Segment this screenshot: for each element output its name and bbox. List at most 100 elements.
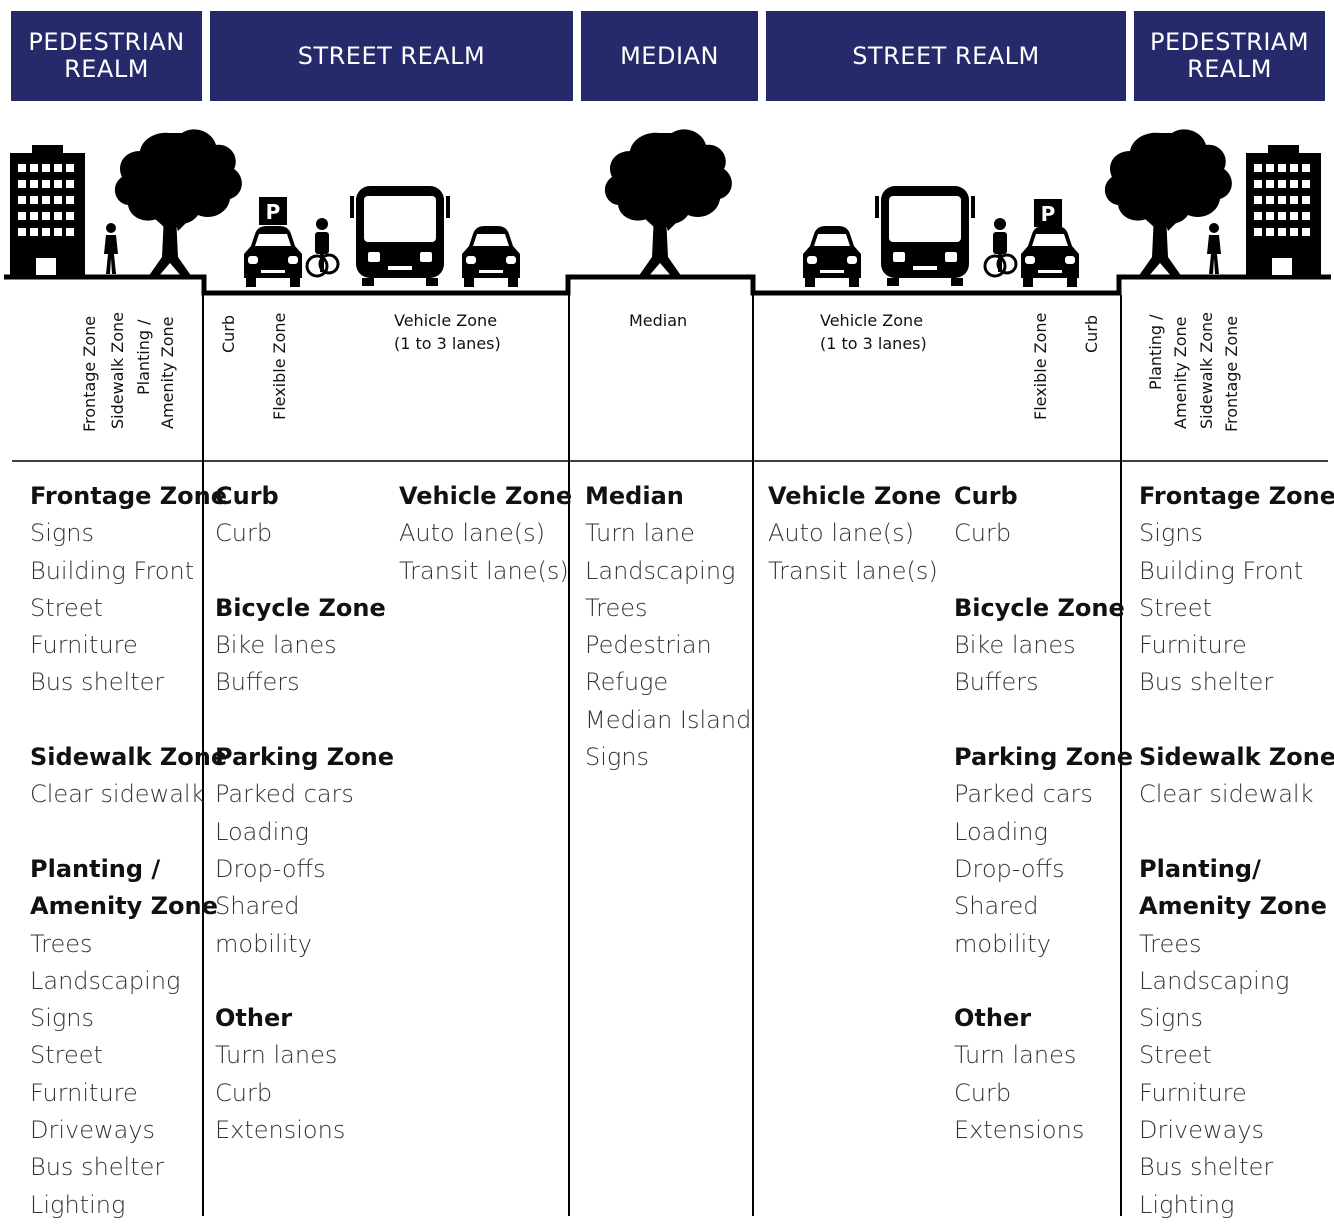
element-item: Clear sidewalk [1139,780,1314,809]
car-icon [803,226,861,287]
spacer [1139,814,1334,851]
cyclist-icon [305,216,340,278]
spacer [954,702,1133,739]
building-icon [1246,145,1321,278]
tree-icon [114,129,242,277]
element-item: Buffers [215,668,300,697]
element-item: Landscaping [30,966,181,995]
element-item: Pedestrian [585,631,712,660]
zone-heading: Curb [215,482,279,510]
element-item: Curb [954,1078,1012,1107]
element-item: Transit lane(s) [399,556,569,585]
element-item: Signs [1139,519,1204,548]
zone-label-planting-left-1: Planting / [134,319,153,395]
element-item: Street [30,1041,103,1070]
svg-text:P: P [1041,202,1056,226]
zone-heading: Planting / [30,854,161,883]
element-item: Trees [1139,929,1202,958]
spacer [215,963,394,1000]
tree-icon [604,129,732,277]
element-item: Curb [215,519,273,548]
element-item: Lighting [30,1190,126,1219]
element-item: Furniture [30,1078,138,1107]
element-item: mobility [215,929,312,958]
element-item: Clear sidewalk [30,780,205,809]
element-item: Signs [1139,1004,1204,1033]
element-item: Bus shelter [1139,668,1274,697]
header-pedestrian-realm-right: PEDESTRIAM REALM [1134,11,1325,101]
zone-label-sidewalk-right: Sidewalk Zone [1197,311,1216,429]
element-item: Trees [30,929,93,958]
element-item: Loading [215,817,309,846]
element-item: Building Front [1139,556,1304,585]
element-item: Auto lane(s) [768,519,914,548]
header-street-realm-right: STREET REALM [766,11,1126,101]
zone-heading: Vehicle Zone [768,482,942,510]
element-item: Curb [954,519,1012,548]
zone-label-curb-left: Curb [219,314,238,353]
element-item: Auto lane(s) [399,519,545,548]
zone-heading: Median [585,482,684,510]
spacer [1139,702,1334,739]
element-item: Transit lane(s) [768,556,938,585]
element-item: Furniture [1139,1078,1247,1107]
zone-heading: Vehicle Zone [399,482,573,510]
zone-label-vehicle-right: Vehicle Zone (1 to 3 lanes) [820,311,927,354]
element-item: Shared [215,892,300,921]
zone-heading: Planting/ [1139,854,1261,883]
element-item: Furniture [1139,631,1247,660]
spacer [215,702,394,739]
zone-label-flexible-left: Flexible Zone [270,312,289,420]
zone-heading: Bicycle Zone [954,593,1125,622]
spacer [215,553,394,590]
element-item: Extensions [954,1116,1085,1145]
parking-sign-icon: P [259,197,287,225]
element-item: Bike lanes [954,631,1076,660]
element-item: Building Front [30,556,195,585]
zone-label-planting-right-2: Amenity Zone [1171,316,1190,429]
element-item: Buffers [954,668,1039,697]
element-item: Street [30,593,103,622]
car-icon [1021,226,1079,287]
zone-label-vehicle-left: Vehicle Zone (1 to 3 lanes) [394,311,501,354]
element-item: Street [1139,593,1212,622]
element-item: Curb [215,1078,273,1107]
element-item: Drop-offs [215,854,326,883]
element-item: Parked cars [215,780,354,809]
element-item: Turn lanes [954,1041,1077,1070]
car-icon [462,226,520,287]
element-item: Signs [30,519,95,548]
zone-label-curb-right: Curb [1082,314,1101,353]
header-pedestrian-realm-left: PEDESTRIAN REALM [11,11,202,101]
ground-profile [4,274,1331,296]
parking-sign-icon: P [1034,199,1062,227]
element-item: Drop-offs [954,854,1065,883]
header-street-realm-left: STREET REALM [210,11,573,101]
element-item: Signs [585,743,650,772]
zone-label-sidewalk-left: Sidewalk Zone [108,311,127,429]
element-item: Refuge [585,668,669,697]
element-item: Trees [585,593,648,622]
element-item: Bus shelter [30,668,165,697]
zone-label-median: Median [629,311,688,330]
element-item: Furniture [30,631,138,660]
zone-label-planting-right-1: Planting / [1146,314,1165,390]
zone-heading: Frontage Zone [1139,482,1334,510]
zone-label-frontage-right: Frontage Zone [1222,315,1241,432]
zone-heading: Sidewalk Zone [1139,743,1334,772]
spacer [954,553,1133,590]
element-item: Extensions [215,1116,346,1145]
bus-icon [875,186,975,286]
pedestrian-icon [1207,223,1221,274]
zone-heading: Parking Zone [954,743,1134,772]
header-median: MEDIAN [581,11,758,101]
zone-label-frontage-left: Frontage Zone [80,315,99,432]
zone-heading: Bicycle Zone [215,593,386,622]
element-item: Turn lanes [215,1041,338,1070]
